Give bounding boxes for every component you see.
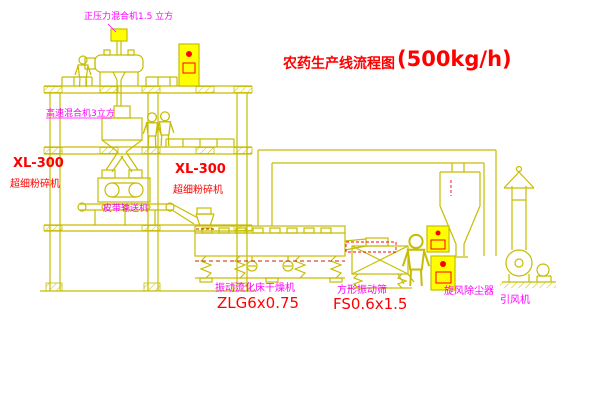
panel-indicator: [440, 261, 446, 267]
cyclone-separator: [439, 171, 481, 258]
label-dryer-name: 振动流化床干燥机: [215, 283, 295, 294]
label-crusher-left-model: XL-300: [13, 156, 64, 171]
label-pressure-mixer: 正压力混合机1.5 立方: [84, 12, 174, 22]
drawing-title: 农药生产线流程图 (500kg/h): [283, 47, 512, 73]
pressure-mixer: [84, 28, 144, 106]
label-crusher-left-name: 超细粉碎机: [10, 179, 60, 190]
crusher-machine: [97, 177, 151, 203]
panel-indicator: [435, 230, 441, 236]
worker-figure: [401, 233, 431, 287]
control-panel-mid: [426, 225, 450, 253]
red-accent-marks: [195, 180, 452, 262]
worker-figure: [74, 55, 92, 88]
spring-support: [352, 273, 364, 289]
belt-conveyor-machine: [77, 202, 199, 225]
dryer-inlet: [195, 213, 215, 227]
panel-emblem: [430, 239, 446, 250]
label-screen-model: FS0.6x1.5: [333, 295, 408, 313]
label-fan: 引风机: [500, 295, 530, 306]
high-speed-mixer: [101, 105, 143, 179]
label-crusher-mid-model: XL-300: [175, 162, 226, 177]
label-cyclone: 旋风除尘器: [444, 286, 494, 297]
control-panel-top: [178, 43, 200, 87]
label-belt-conveyor: 皮带输送机: [103, 204, 149, 214]
label-dryer-model: ZLG6x0.75: [217, 294, 300, 312]
panel-emblem: [435, 271, 452, 284]
spring-support: [293, 255, 307, 279]
panel-indicator: [186, 51, 192, 57]
fluid-bed-dryer: [194, 207, 367, 283]
exhaust-stack: [503, 165, 535, 250]
spring-support: [233, 255, 247, 279]
label-screen-name: 方形振动筛: [337, 285, 387, 296]
control-panel-lower: [430, 255, 456, 291]
feed-hopper: [110, 28, 128, 42]
label-high-speed-mixer: 高速混合机3立方: [46, 109, 115, 119]
spring-support: [329, 255, 343, 279]
panel-emblem: [182, 62, 196, 74]
draft-fan: [500, 249, 556, 288]
leader-lines: [46, 23, 117, 119]
exhaust-duct: [257, 149, 497, 256]
fan-motor: [536, 263, 550, 277]
label-crusher-mid-name: 超细粉碎机: [173, 185, 223, 196]
spring-support: [199, 255, 213, 279]
title-text: 农药生产线流程图: [283, 56, 395, 72]
title-capacity: (500kg/h): [397, 47, 512, 71]
